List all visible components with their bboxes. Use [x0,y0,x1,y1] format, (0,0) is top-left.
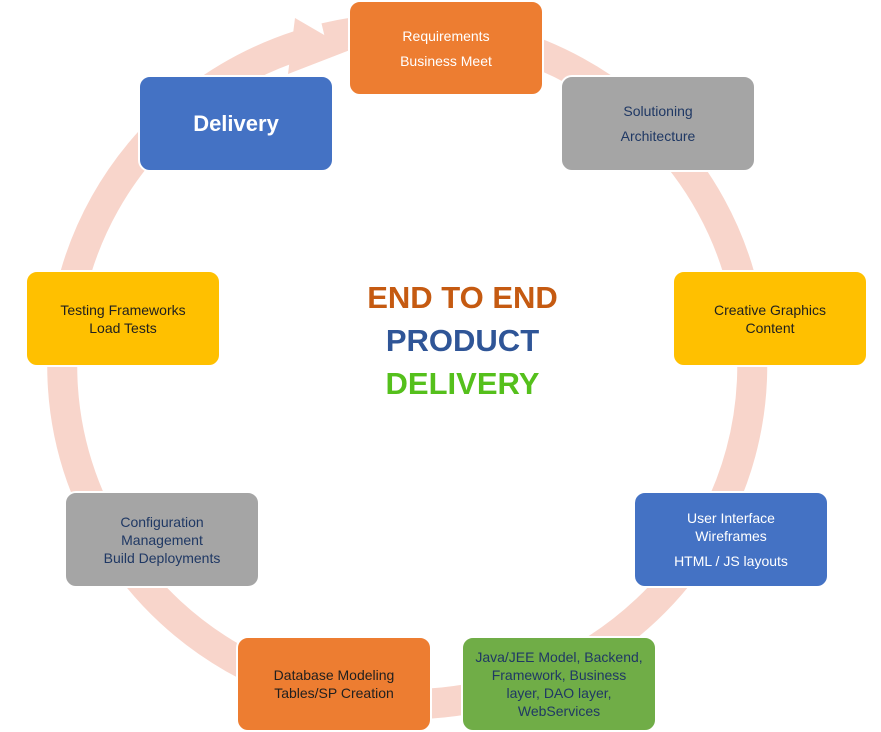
step-user-interface: User Interface Wireframes HTML / JS layo… [633,491,829,588]
step-java-backend-line-2: Framework, Business [491,667,627,683]
step-testing-frameworks-line-1: Testing Frameworks [60,301,186,318]
cycle-arrowhead-icon [288,18,350,74]
step-requirements: Requirements Business Meet [348,0,544,96]
step-creative-graphics-line-1: Creative Graphics [713,301,827,318]
step-solutioning: Solutioning Architecture [560,75,756,172]
step-user-interface-line-2: Wireframes [695,528,767,544]
step-delivery: Delivery [138,75,334,172]
step-configuration-management-line-1: Configuration [120,513,204,530]
center-title: END TO END PRODUCT DELIVERY [330,276,595,405]
step-database-modeling: Database Modeling Tables/SP Creation [236,636,432,732]
step-solutioning-line-2: Architecture [620,128,696,144]
step-configuration-management: Configuration Management Build Deploymen… [64,491,260,588]
step-user-interface-line-1: User Interface [687,510,775,526]
step-testing-frameworks-line-2: Load Tests [89,319,157,336]
step-requirements-line-1: Requirements [402,27,490,44]
step-java-backend-line-4: WebServices [517,703,601,719]
center-title-line-3: DELIVERY [385,366,540,401]
step-database-modeling-line-2: Tables/SP Creation [274,685,394,701]
step-java-backend-line-3: layer, DAO layer, [506,685,612,701]
step-creative-graphics-line-2: Content [745,319,795,336]
step-configuration-management-line-3: Build Deployments [103,549,221,566]
step-java-backend: Java/JEE Model, Backend, Framework, Busi… [461,636,657,732]
step-configuration-management-line-2: Management [121,531,203,548]
step-creative-graphics: Creative Graphics Content [672,270,868,367]
step-testing-frameworks: Testing Frameworks Load Tests [25,270,221,367]
center-title-line-2: PRODUCT [385,323,540,358]
step-delivery-label: Delivery [193,110,279,136]
step-requirements-line-2: Business Meet [400,52,492,69]
step-java-backend-line-1: Java/JEE Model, Backend, [475,649,643,665]
step-user-interface-line-3: HTML / JS layouts [674,553,788,569]
step-solutioning-line-1: Solutioning [623,103,693,119]
center-title-line-1: END TO END [367,280,558,315]
step-database-modeling-line-1: Database Modeling [273,667,395,683]
